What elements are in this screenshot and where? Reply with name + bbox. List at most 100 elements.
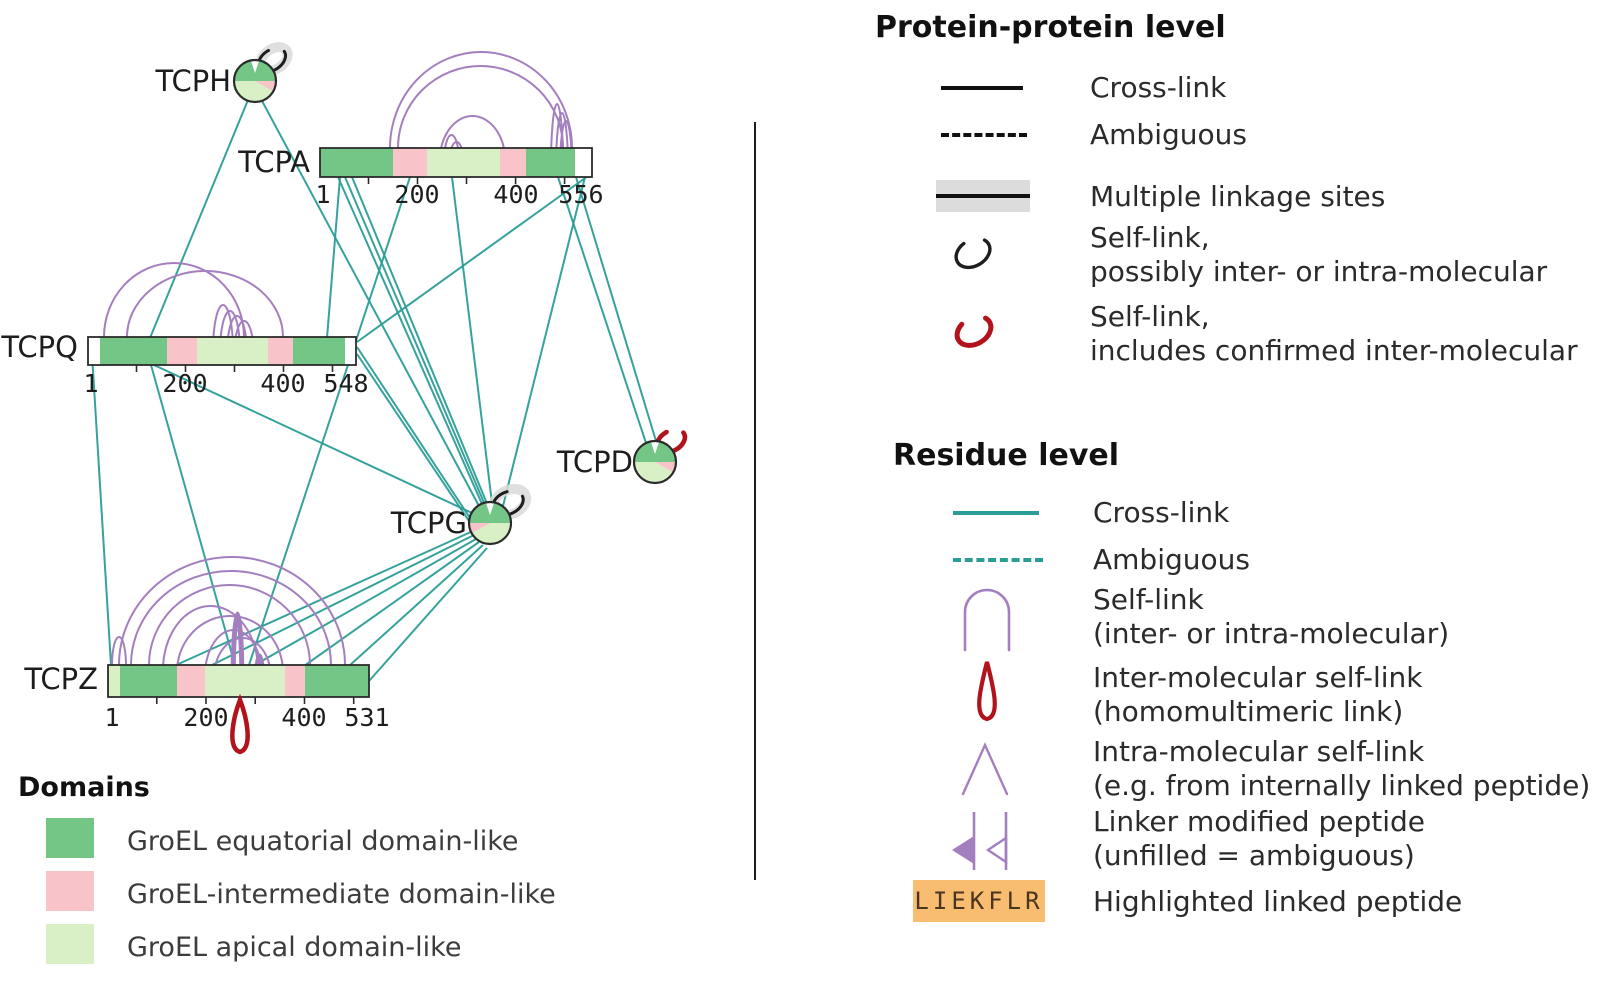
tcpq-tick-marks xyxy=(135,365,334,372)
residue-crosslink-TCPG-TCPZ xyxy=(348,544,484,667)
tcpg-node-outline xyxy=(467,500,513,546)
self-link-arc-TCPA xyxy=(389,51,573,149)
self-link-arc-TCPQ xyxy=(103,262,245,338)
residue-ambiguous-label: Ambiguous xyxy=(1093,543,1250,576)
tcpq-equatorial-segment xyxy=(293,337,345,365)
tcpz-tick-531: 531 xyxy=(344,703,389,732)
tcpq-tick-200: 200 xyxy=(162,369,207,398)
tcph-pie-pink-wedge xyxy=(255,81,276,91)
tcpg-pie-pink-wedge xyxy=(469,523,490,533)
residue-crosslink-TCPG-TCPZ xyxy=(252,538,477,667)
highlighted-peptide-swatch: LIEKFLR xyxy=(913,880,1045,922)
self-link-arc-TCPZ xyxy=(230,611,245,693)
self-link-arch-icon xyxy=(963,588,1011,652)
pp-crosslink-label: Cross-link xyxy=(1090,71,1227,104)
apical-domain-label: GroEL apical domain-like xyxy=(127,932,462,963)
tcpz-tick-400: 400 xyxy=(281,703,326,732)
tcpz-tick-marks xyxy=(156,697,355,704)
highlighted-peptide-sequence: LIEKFLR xyxy=(914,887,1044,915)
tcpa-intermediate-segment xyxy=(393,148,427,177)
tcpz-equatorial-segment xyxy=(120,665,177,697)
self-link-arc-TCPZ xyxy=(111,636,127,666)
pp-ambiguous-label: Ambiguous xyxy=(1090,118,1247,151)
intramolecular-caret-icon xyxy=(961,742,1009,796)
intermolecular-teardrop-icon xyxy=(977,661,997,722)
pp-self-link-black-loop-icon xyxy=(954,236,992,270)
protein-label-tcpd: TCPD xyxy=(556,445,633,479)
tcpg-pie-notch xyxy=(486,503,494,515)
protein-TCPG-node: TCPG xyxy=(390,483,532,546)
protein-label-tcpg: TCPG xyxy=(390,506,467,540)
tcpa-intermediate-segment xyxy=(500,148,526,177)
residue-crosslink-TCPA-TCPD xyxy=(557,176,647,444)
tcpz-homomultimeric-teardrop xyxy=(230,693,250,755)
multiple-linkage-icon xyxy=(936,180,1030,212)
self-link-arc-TCPZ xyxy=(176,615,284,673)
residue-crosslinks-layer xyxy=(91,98,657,682)
self-link-arc-TCPQ xyxy=(219,310,241,353)
self-link-arc-TCPZ xyxy=(130,570,332,666)
tcpa-tick-556: 556 xyxy=(558,180,603,209)
residue-ambiguous-line-icon xyxy=(953,558,1043,562)
tcpa-tick-200: 200 xyxy=(394,180,439,209)
tcpq-intermediate-segment xyxy=(167,337,197,365)
tcpd-pie-pink-wedge xyxy=(655,462,676,472)
domains-legend-title: Domains xyxy=(18,772,150,803)
protein-TCPD-node: TCPD xyxy=(556,427,688,485)
residue-crosslink-TCPH-TCPG xyxy=(260,98,480,507)
tcpa-apical-segment xyxy=(427,148,500,177)
intermolecular-selflink-label-1: Inter-molecular self-link xyxy=(1093,661,1423,694)
protein-label-tcpz: TCPZ xyxy=(23,662,98,696)
self-link-arch-label-2: (inter- or intra-molecular) xyxy=(1093,617,1450,650)
linker-modified-label-1: Linker modified peptide xyxy=(1093,805,1426,838)
tcpa-tick-1: 1 xyxy=(315,180,330,209)
tcpd-node-outline xyxy=(632,439,678,485)
tcpq-equatorial-segment xyxy=(100,337,167,365)
self-link-arch-label-1: Self-link xyxy=(1093,583,1204,616)
residue-crosslink-TCPG-TCPZ xyxy=(303,541,480,667)
residue-crosslink-TCPA-TCPZ xyxy=(248,176,411,666)
self-link-arc-TCPZ xyxy=(118,556,346,666)
tcpz-bar-outline xyxy=(107,664,370,698)
tcph-pie-notch xyxy=(251,61,259,73)
protein-label-tcph: TCPH xyxy=(154,64,231,98)
residue-crosslink-TCPA-TCPG xyxy=(344,176,486,506)
tcpz-tick-1: 1 xyxy=(104,703,119,732)
residue-crosslink-TCPA-TCPG xyxy=(337,176,483,505)
pp-self-link-red-loop-icon xyxy=(954,314,994,348)
tcpa-tick-400: 400 xyxy=(493,180,538,209)
pp-legend-title: Protein-protein level xyxy=(875,10,1226,45)
tcpq-tick-548: 548 xyxy=(323,369,368,398)
multiple-linkage-label: Multiple linkage sites xyxy=(1090,180,1386,213)
pp-crosslink-line-icon xyxy=(941,86,1023,90)
tcpa-equatorial-segment xyxy=(526,148,575,177)
residue-crosslink-TCPA-TCPD xyxy=(575,176,657,442)
tcph-node-outline xyxy=(232,58,278,104)
equatorial-domain-label: GroEL equatorial domain-like xyxy=(127,826,519,857)
self-link-arc-TCPA xyxy=(397,65,564,149)
residue-crosslink-TCPQ-TCPG xyxy=(356,346,471,519)
pp-selflink-black-label-2: possibly inter- or intra-molecular xyxy=(1090,255,1548,288)
tcpd-pie-notch xyxy=(651,442,659,454)
intermolecular-selflink-label-2: (homomultimeric link) xyxy=(1093,695,1404,728)
tcpz-apical-segment xyxy=(205,665,285,697)
self-link-arc-TCPA xyxy=(439,115,506,161)
pp-selflink-black-label-1: Self-link, xyxy=(1090,221,1210,254)
residue-crosslink-TCPH-TCPQ xyxy=(149,99,249,339)
tcpq-unassigned-segment xyxy=(88,337,100,365)
self-link-arc-TCPQ xyxy=(212,304,234,351)
residue-crosslink-TCPQ-TCPZ xyxy=(150,364,236,666)
residue-crosslink-TCPA-TCPQ xyxy=(326,176,341,339)
residue-crosslink-TCPA-TCPG xyxy=(502,176,586,507)
tcpz-equatorial-segment xyxy=(305,665,369,697)
residue-crosslink-TCPG-TCPZ xyxy=(173,530,474,667)
tcpa-equatorial-segment xyxy=(320,148,393,177)
residue-crosslink-TCPQ-TCPG xyxy=(356,353,472,525)
protein-label-tcpa: TCPA xyxy=(237,145,310,179)
tcpz-intermediate-segment xyxy=(285,665,305,697)
protein-TCPQ-bar: TCPQ 1 200 400 548 xyxy=(0,330,368,398)
intermediate-domain-swatch xyxy=(46,871,94,911)
equatorial-domain-swatch xyxy=(46,818,94,858)
linker-flags-icon xyxy=(952,812,1008,870)
